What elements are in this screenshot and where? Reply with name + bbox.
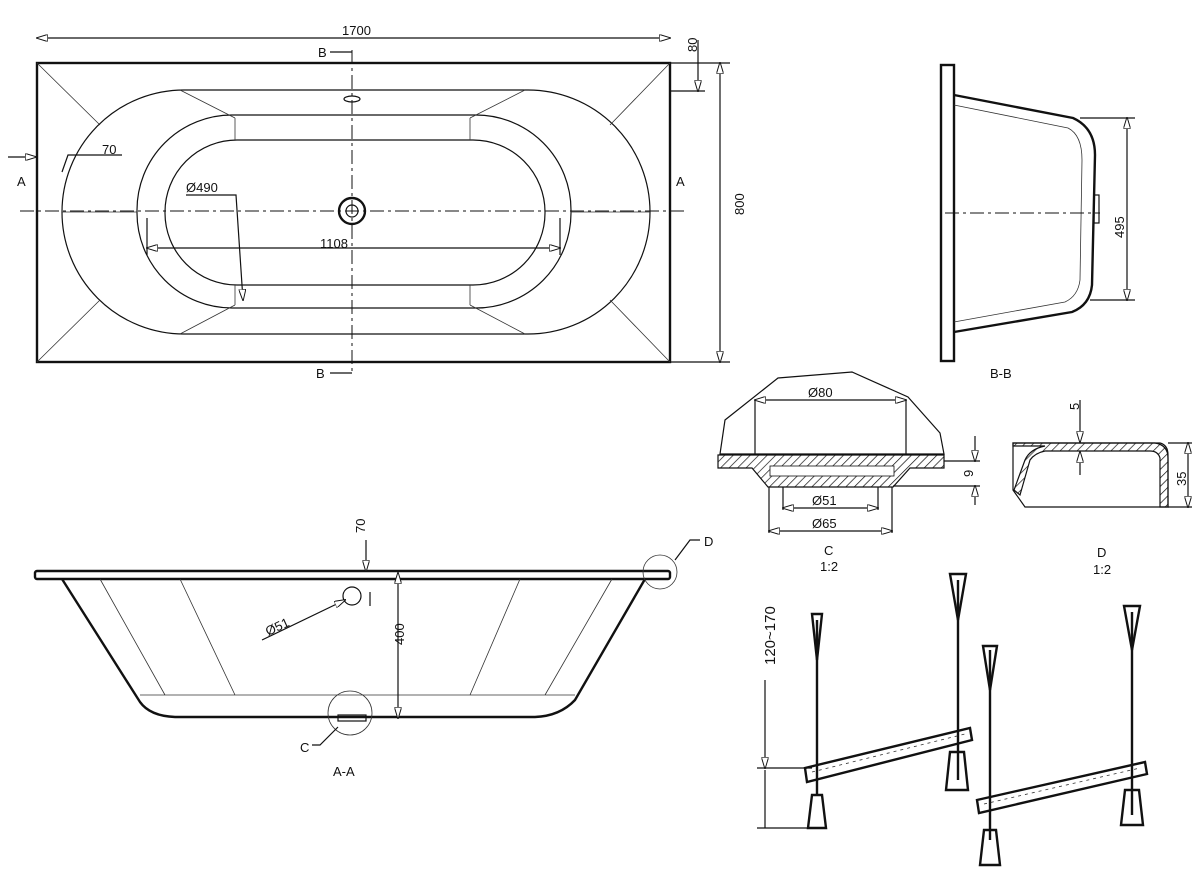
d-thickness-dim: 5 [1067, 403, 1082, 410]
detail-d-callout-circle [642, 554, 678, 590]
inner-dim: Ø51 [812, 493, 837, 508]
leg-frame-front [975, 604, 1149, 867]
detail-c-callout: C [300, 740, 309, 755]
rim-dim: 80 [685, 38, 700, 52]
section-aa-title: A-A [333, 764, 355, 779]
section-aa-view: D C 70 Ø51 400 A-A [33, 519, 713, 779]
detail-c-scale: 1:2 [820, 559, 838, 574]
section-a-left-label: A [17, 174, 26, 189]
height-dim: 35 [1174, 472, 1189, 486]
overflow-dim: Ø51 [263, 615, 292, 639]
top-dim: Ø80 [808, 385, 833, 400]
inner-basin-outline [61, 89, 651, 335]
leg-supports: 120~170 [757, 572, 1149, 867]
inner-length-dim: 1108 [320, 236, 348, 251]
detail-d-scale: 1:2 [1093, 562, 1111, 577]
tub-profile [60, 578, 647, 719]
depth-dim: 400 [392, 623, 407, 645]
detail-c: Ø80 Ø51 Ø65 9 C 1:2 [717, 371, 980, 574]
section-b-top-label: B [318, 45, 327, 60]
height-range-dim: 120~170 [762, 606, 779, 665]
detail-d-title: D [1097, 545, 1106, 560]
edge-dim: 70 [102, 142, 116, 157]
section-bb-title: B-B [990, 366, 1012, 381]
detail-c-callout-circle [327, 690, 373, 736]
outer-dim: Ø65 [812, 516, 837, 531]
depth-dim: 495 [1112, 216, 1127, 238]
detail-c-title: C [824, 543, 833, 558]
top-dim: 70 [353, 519, 368, 533]
leg-frame-back [803, 572, 974, 830]
section-a-right-label: A [676, 174, 685, 189]
plan-view: 1700 B B A A 70 Ø490 1108 800 80 [8, 23, 747, 381]
tub-outline [35, 61, 672, 364]
section-bb-view: 495 B-B [939, 63, 1135, 381]
overflow-icon [342, 586, 362, 606]
detail-d-callout: D [704, 534, 713, 549]
width-dim: 800 [732, 193, 747, 215]
thickness-dim: 9 [961, 470, 976, 477]
length-dim: 1700 [342, 23, 371, 38]
floor-outline [164, 139, 546, 286]
section-b-bottom-label: B [316, 366, 325, 381]
rim [33, 569, 672, 581]
drain-area-dim: Ø490 [186, 180, 218, 195]
detail-d: 5 35 D 1:2 [1012, 400, 1192, 577]
